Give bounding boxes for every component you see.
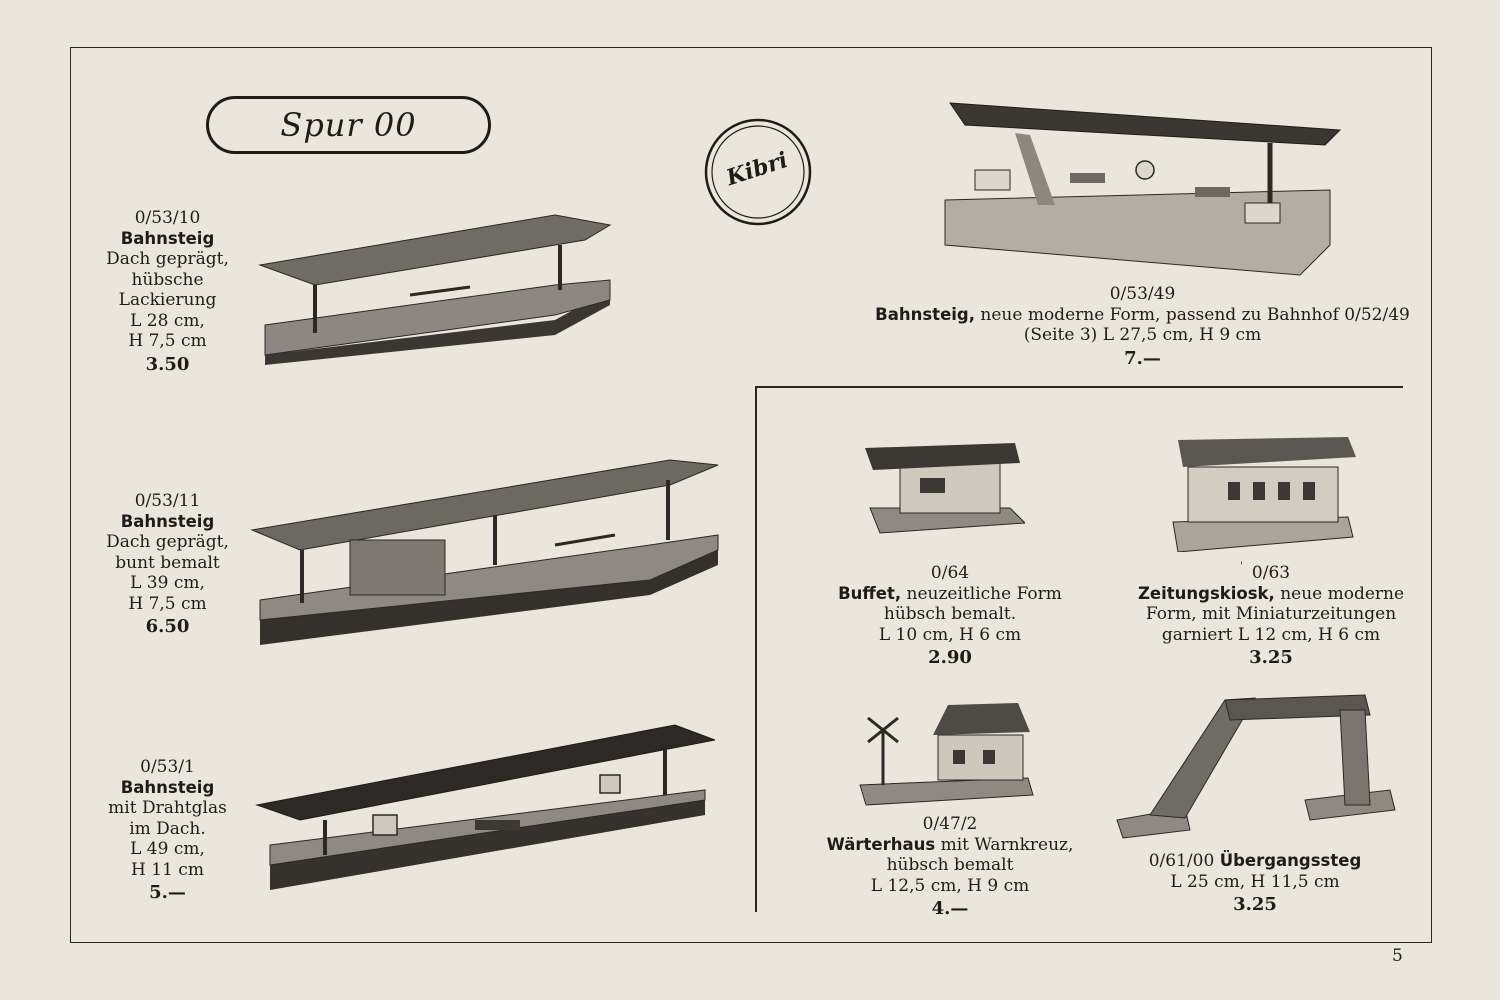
item-desc-line: hübsch bemalt (886, 855, 1014, 875)
product-0-53-11: 0/53/11 Bahnsteig Dach geprägt, bunt bem… (85, 491, 250, 638)
product-0-53-49: 0/53/49 Bahnsteig, neue moderne Form, pa… (860, 284, 1425, 369)
item-name: Bahnsteig, (875, 304, 975, 324)
item-desc-line: hübsch bemalt. (883, 604, 1017, 624)
product-0-53-1: 0/53/1 Bahnsteig mit Drahtglas im Dach. … (85, 757, 250, 904)
item-desc-line: H 11 cm (131, 859, 204, 880)
item-desc-line: mit Drahtglas (108, 798, 227, 818)
item-name: Übergangssteg (1219, 851, 1362, 870)
item-price: 3.25 (1233, 894, 1277, 915)
bahnsteig-illustration (258, 214, 612, 365)
item-desc-line: garniert L 12 cm, H 6 cm (1161, 624, 1381, 645)
item-number: 0/53/1 (140, 757, 195, 777)
product-0-47-2: 0/47/2 Wärterhaus mit Warnkreuz, hübsch … (805, 814, 1095, 920)
item-name-rest: neuzeitliche Form (901, 583, 1062, 604)
item-number: 0/53/10 (134, 208, 201, 228)
item-number: 0/61/00 (1148, 851, 1215, 871)
item-desc-line: L 39 cm, (130, 573, 205, 593)
item-desc-line: L 28 cm, (130, 310, 205, 331)
item-name: Bahnsteig (120, 777, 215, 797)
item-desc-line: L 12,5 cm, H 9 cm (870, 875, 1030, 896)
item-name-rest: neue moderne Form, passend zu Bahnhof 0/… (975, 304, 1410, 325)
page-number: 5 (1392, 946, 1403, 966)
item-desc-line: bunt bemalt (115, 552, 220, 573)
item-price: 2.90 (928, 647, 972, 668)
item-name-rest: mit Warnkreuz, (935, 834, 1074, 855)
item-name: Wärterhaus (826, 834, 936, 854)
bahnsteig-drahtglas-illustration (255, 724, 715, 890)
item-name: Zeitungskiosk, (1137, 583, 1275, 603)
item-name: Buffet, (838, 583, 902, 603)
item-name: Bahnsteig (120, 228, 215, 248)
item-price: 5.— (149, 882, 186, 903)
item-number: 0/53/49 (1109, 284, 1176, 304)
item-desc-line: hübsche (131, 269, 204, 290)
svg-text:Kibri: Kibri (722, 147, 791, 191)
gauge-badge: Spur 00 (206, 96, 491, 154)
item-desc-line: im Dach. (129, 818, 206, 839)
item-price: 7.— (1124, 347, 1161, 369)
item-number: 0/47/2 (922, 814, 978, 834)
bahnsteig-kiosk-illustration (250, 459, 719, 645)
item-name-rest: neue moderne (1274, 583, 1405, 604)
item-number: 0/53/11 (134, 491, 201, 511)
item-desc-line: H 7,5 cm (128, 593, 207, 614)
product-0-63: 0/63 Zeitungskiosk, neue moderne Form, m… (1130, 563, 1412, 669)
item-desc-line: Dach geprägt, (106, 249, 229, 269)
product-0-64: 0/64 Buffet, neuzeitliche Form hübsch be… (825, 563, 1075, 669)
item-desc-line: Dach geprägt, (106, 532, 229, 552)
print-mark: ' (1240, 561, 1243, 572)
buffet-illustration (865, 443, 1025, 534)
item-desc-line: L 25 cm, H 11,5 cm (1170, 871, 1340, 892)
kibri-logo: Kibri (704, 118, 812, 226)
item-desc-line: H 7,5 cm (128, 331, 207, 351)
item-price: 6.50 (145, 616, 190, 637)
item-name: Bahnsteig (120, 511, 215, 531)
uebergangssteg-illustration (1116, 694, 1396, 839)
page-frame (70, 47, 1432, 943)
item-number: 0/63 (1251, 563, 1291, 583)
item-desc-line: L 49 cm, (130, 839, 205, 859)
item-price: 3.50 (145, 353, 190, 375)
item-price: 4.— (931, 898, 969, 919)
section-divider-horizontal (755, 386, 1403, 388)
item-desc-line: Form, mit Miniaturzeitungen (1145, 604, 1397, 624)
product-0-61-00: 0/61/00 Übergangssteg L 25 cm, H 11,5 cm… (1120, 851, 1390, 916)
item-desc-line: Lackierung (118, 290, 217, 310)
item-number: 0/64 (930, 563, 970, 583)
product-0-53-10: 0/53/10 Bahnsteig Dach geprägt, hübsche … (85, 208, 250, 375)
item-price: 3.25 (1249, 647, 1293, 668)
waerterhaus-illustration (859, 703, 1034, 806)
moderner-bahnsteig-illustration (944, 102, 1342, 276)
section-divider-vertical (755, 386, 757, 912)
zeitungskiosk-illustration (1172, 437, 1356, 552)
item-desc-line: L 10 cm, H 6 cm (878, 624, 1022, 645)
item-desc-line: (Seite 3) L 27,5 cm, H 9 cm (1023, 325, 1262, 345)
